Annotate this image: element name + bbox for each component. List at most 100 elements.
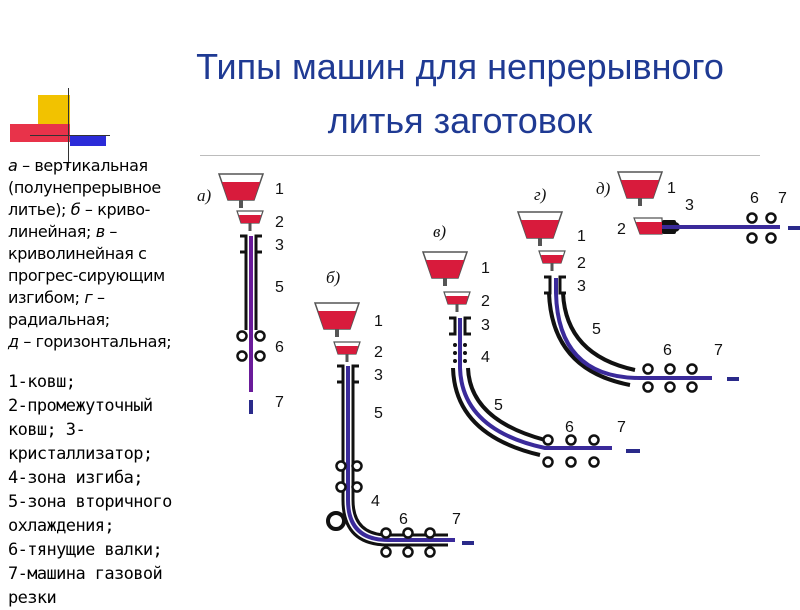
roll-icon xyxy=(746,212,758,224)
svg-text:6: 6 xyxy=(565,419,574,436)
machine-a-vertical: а) 1 2 3 5 6 7 xyxy=(197,173,284,414)
roll-icon xyxy=(565,434,577,446)
svg-text:2: 2 xyxy=(275,214,284,231)
roll-icon xyxy=(565,456,577,468)
roll-icon xyxy=(402,546,414,558)
component-item: охлаждения; xyxy=(8,516,115,536)
svg-text:1: 1 xyxy=(481,260,490,277)
svg-text:3: 3 xyxy=(275,237,284,254)
roll-icon xyxy=(588,434,600,446)
roll-icon xyxy=(254,350,266,362)
svg-text:6: 6 xyxy=(750,190,759,207)
legend-line: линейная; в – xyxy=(8,222,118,241)
svg-text:3: 3 xyxy=(481,317,490,334)
roll-icon xyxy=(380,527,392,539)
roll-icon xyxy=(351,460,363,472)
svg-text:2: 2 xyxy=(481,293,490,310)
variant-label-e: д) xyxy=(596,179,611,198)
svg-text:4: 4 xyxy=(371,493,380,510)
component-item: кристаллизатор; xyxy=(8,444,153,464)
machine-e-horizontal: д) 1 2 3 6 7 xyxy=(596,171,800,244)
ladle-icon xyxy=(517,211,563,247)
machine-c-progressive-bending: в) 1 2 3 4 5 6 7 xyxy=(422,222,640,468)
variant-label-b: б) xyxy=(326,268,341,287)
roll-icon xyxy=(380,546,392,558)
roll-icon xyxy=(664,381,676,393)
roll-icon xyxy=(351,481,363,493)
legend-line: д – горизонтальная; xyxy=(8,332,172,351)
svg-text:3: 3 xyxy=(374,367,383,384)
title-underline xyxy=(200,155,760,156)
roll-icon xyxy=(424,527,436,539)
deco-horizontal-line xyxy=(30,135,110,136)
svg-text:5: 5 xyxy=(592,321,601,338)
component-item: 6-тянущие валки; xyxy=(8,540,163,560)
svg-text:7: 7 xyxy=(275,394,284,411)
legend-line: прогрес-сирующим xyxy=(8,266,165,285)
roll-icon xyxy=(765,232,777,244)
roll-icon xyxy=(402,527,414,539)
roll-icon xyxy=(642,363,654,375)
tundish-icon xyxy=(443,291,471,313)
variant-label-d: г) xyxy=(534,185,547,204)
roll-icon xyxy=(765,212,777,224)
machine-b-curved-linear: б) 1 2 3 5 4 6 7 xyxy=(314,268,474,558)
variant-label-a: а) xyxy=(197,186,212,205)
svg-text:4: 4 xyxy=(481,349,490,366)
component-item: ковш; 3- xyxy=(8,420,86,440)
svg-text:5: 5 xyxy=(494,397,503,414)
svg-text:7: 7 xyxy=(452,511,461,528)
roll-icon xyxy=(664,363,676,375)
machine-d-radial: г) 1 2 3 5 6 7 xyxy=(517,185,739,393)
variant-legend: а – вертикальная (полунепрерывное литье)… xyxy=(8,155,208,353)
ladle-icon xyxy=(617,171,663,207)
svg-text:7: 7 xyxy=(778,190,787,207)
svg-text:6: 6 xyxy=(275,339,284,356)
roll-icon xyxy=(642,381,654,393)
svg-text:6: 6 xyxy=(399,511,408,528)
svg-text:7: 7 xyxy=(617,419,626,436)
variant-label-c: в) xyxy=(433,222,446,241)
svg-text:1: 1 xyxy=(275,181,284,198)
component-item: 2-промежуточный xyxy=(8,396,153,416)
roll-icon xyxy=(542,456,554,468)
deco-vertical-line xyxy=(68,88,69,168)
roll-icon xyxy=(254,330,266,342)
component-item: 1-ковш; xyxy=(8,372,76,392)
svg-text:7: 7 xyxy=(714,342,723,359)
slide-title: Типы машин для непрерывного литья загото… xyxy=(140,40,780,148)
component-item: 4-зона изгиба; xyxy=(8,468,143,488)
svg-text:3: 3 xyxy=(577,278,586,295)
svg-text:2: 2 xyxy=(617,221,626,238)
ladle-icon xyxy=(218,173,264,209)
roll-icon xyxy=(588,456,600,468)
svg-text:1: 1 xyxy=(667,180,676,197)
legend-line: а – вертикальная xyxy=(8,156,148,175)
svg-text:1: 1 xyxy=(577,228,586,245)
legend-line: изгибом; г – xyxy=(8,288,105,307)
roll-icon xyxy=(335,460,347,472)
legend-line: литье); б – криво- xyxy=(8,200,151,219)
deco-blue-block xyxy=(70,136,106,146)
roll-icon xyxy=(746,232,758,244)
legend-line: (полунепрерывное xyxy=(8,178,161,197)
roll-icon xyxy=(424,546,436,558)
tundish-icon xyxy=(538,250,566,272)
roll-icon xyxy=(236,350,248,362)
component-item: 5-зона вторичного xyxy=(8,492,172,512)
svg-text:1: 1 xyxy=(374,313,383,330)
svg-text:2: 2 xyxy=(374,344,383,361)
deco-red-block xyxy=(10,124,70,142)
svg-text:6: 6 xyxy=(663,342,672,359)
title-line-1: Типы машин для непрерывного xyxy=(196,46,724,87)
title-line-2: литья заготовок xyxy=(327,100,593,141)
roll-icon xyxy=(686,381,698,393)
component-item: 7-машина газовой xyxy=(8,564,163,584)
tundish-icon xyxy=(236,210,264,232)
svg-text:3: 3 xyxy=(685,197,694,214)
ladle-icon xyxy=(422,251,468,287)
bending-roll-icon xyxy=(326,511,346,531)
ladle-icon xyxy=(314,302,360,338)
roll-icon xyxy=(236,330,248,342)
